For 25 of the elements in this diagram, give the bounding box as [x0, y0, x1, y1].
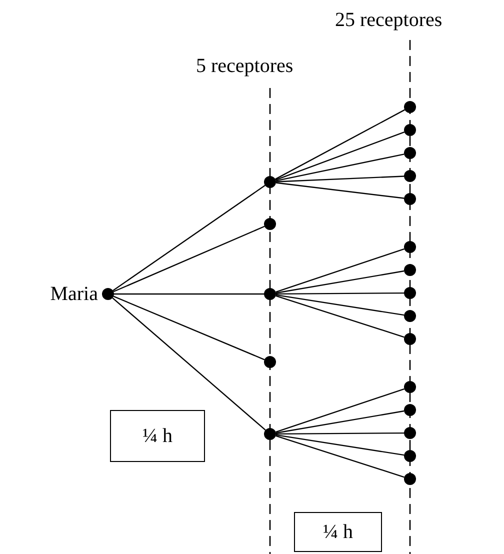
connector-line	[275, 132, 405, 180]
connector-line	[276, 295, 404, 338]
connector-line	[276, 154, 404, 182]
connector-line	[113, 226, 265, 292]
time-box: ¼ h	[110, 410, 205, 462]
connector-line	[276, 294, 404, 316]
column-heading: 25 receptores	[335, 8, 442, 32]
connector-line	[276, 434, 404, 456]
connector-line	[276, 248, 404, 293]
connector-line	[276, 410, 404, 434]
connector-line	[113, 296, 265, 360]
person-label: Maria	[50, 282, 98, 306]
connector-line	[275, 109, 405, 180]
connector-line	[114, 293, 264, 295]
column-heading: 5 receptores	[196, 54, 294, 78]
connector-line	[276, 182, 404, 199]
connector-line	[276, 270, 404, 294]
connector-line	[112, 297, 266, 431]
connector-line	[276, 292, 404, 295]
connector-line	[276, 432, 404, 435]
connector-line	[276, 435, 404, 478]
time-box: ¼ h	[294, 512, 382, 552]
connector-line	[112, 184, 266, 292]
connector-line	[276, 176, 404, 182]
connector-line	[276, 388, 404, 433]
